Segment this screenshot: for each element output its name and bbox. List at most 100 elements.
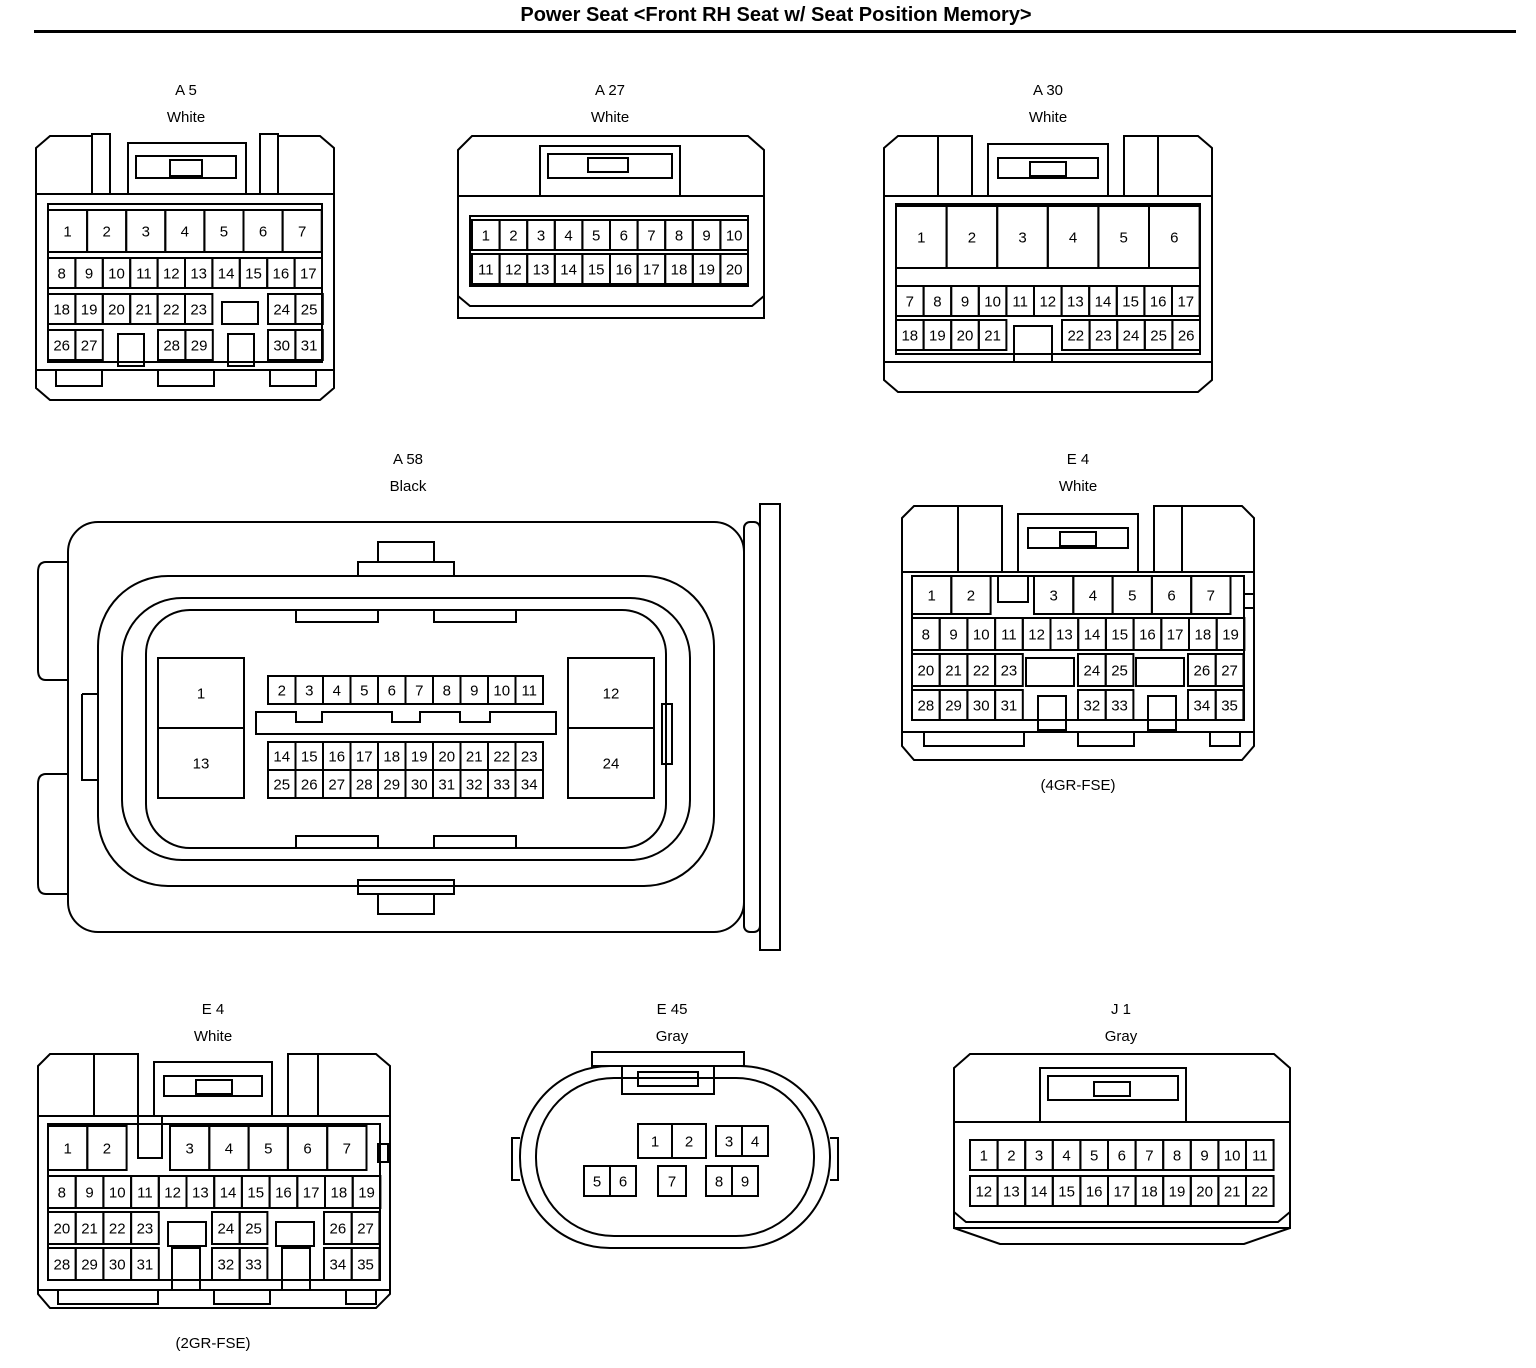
a58-pin-label: 20 bbox=[438, 749, 455, 766]
e4b-pin-19 bbox=[351, 1175, 382, 1209]
a5-pin-label: 5 bbox=[220, 224, 228, 241]
a30-pin-label: 13 bbox=[1067, 294, 1084, 311]
e4b-pin-label: 28 bbox=[54, 1257, 71, 1274]
j1-pin-22 bbox=[1245, 1175, 1275, 1207]
a27-pin-20 bbox=[719, 253, 750, 285]
a58-pin-label: 34 bbox=[521, 777, 538, 794]
a27-pin-label: 18 bbox=[671, 262, 688, 279]
a30-pin-label: 24 bbox=[1123, 328, 1140, 345]
j1-pin-label: 12 bbox=[975, 1184, 992, 1201]
a30-pin-label: 8 bbox=[933, 294, 941, 311]
e4a-pin-label: 16 bbox=[1139, 627, 1156, 644]
e45-pin-9 bbox=[731, 1165, 759, 1197]
connector-a5-color: White bbox=[166, 109, 206, 126]
e4a-pin-label: 3 bbox=[1049, 588, 1057, 605]
e4a-pin-label: 7 bbox=[1207, 588, 1215, 605]
a27-pin-label: 14 bbox=[560, 262, 577, 279]
a5-pin-label: 9 bbox=[85, 266, 93, 283]
e4b-pin-label: 9 bbox=[85, 1185, 93, 1202]
e4a-pin-label: 21 bbox=[945, 663, 962, 680]
a58-pin-label: 12 bbox=[603, 686, 620, 703]
e4a-pin-label: 6 bbox=[1167, 588, 1175, 605]
a30-pin-label: 18 bbox=[901, 328, 918, 345]
a27-pin-label: 19 bbox=[698, 262, 715, 279]
a27-pin-label: 13 bbox=[533, 262, 550, 279]
e4a-lock-window bbox=[1135, 657, 1185, 687]
e4b-pin-label: 5 bbox=[264, 1141, 272, 1158]
a5-pin-label: 10 bbox=[108, 266, 125, 283]
a30-pin-label: 21 bbox=[984, 328, 1001, 345]
a58-pin-label: 4 bbox=[333, 683, 341, 700]
a30-pin-21 bbox=[977, 319, 1008, 351]
a27-pin-label: 5 bbox=[592, 228, 600, 245]
a58-pin-label: 28 bbox=[356, 777, 373, 794]
j1-pin-label: 14 bbox=[1031, 1184, 1048, 1201]
a30-pin-label: 23 bbox=[1095, 328, 1112, 345]
a30-pin-label: 22 bbox=[1067, 328, 1084, 345]
a58-pin-label: 15 bbox=[301, 749, 318, 766]
e4b-pin-label: 18 bbox=[331, 1185, 348, 1202]
title-rule bbox=[34, 30, 1516, 33]
a58-pin-label: 23 bbox=[521, 749, 538, 766]
e4b-pin-7 bbox=[326, 1125, 368, 1171]
e4a-pin-label: 18 bbox=[1195, 627, 1212, 644]
e45-pin-2 bbox=[671, 1123, 707, 1159]
connector-j1-color: Gray bbox=[1104, 1028, 1138, 1045]
a27-pin-label: 2 bbox=[509, 228, 517, 245]
e4b-pin-25 bbox=[238, 1211, 269, 1245]
e4a-pin-27 bbox=[1214, 653, 1245, 687]
e4a-pin-label: 35 bbox=[1221, 698, 1238, 715]
e4b-key-slot bbox=[171, 1247, 201, 1291]
a58-pin-label: 8 bbox=[443, 683, 451, 700]
j1-pin-label: 21 bbox=[1224, 1184, 1241, 1201]
e4a-pin-label: 30 bbox=[973, 698, 990, 715]
e4b-pin-label: 33 bbox=[245, 1257, 262, 1274]
a30-pin-label: 5 bbox=[1120, 230, 1128, 247]
e45-pin-label: 7 bbox=[668, 1174, 676, 1191]
e4b-pin-label: 1 bbox=[63, 1141, 71, 1158]
e4a-pin-label: 4 bbox=[1089, 588, 1097, 605]
a30-pin-label: 12 bbox=[1039, 294, 1056, 311]
j1-pin-label: 18 bbox=[1141, 1184, 1158, 1201]
a5-pin-label: 11 bbox=[136, 266, 152, 283]
a30-pin-label: 2 bbox=[968, 230, 976, 247]
e4b-pin-label: 24 bbox=[218, 1221, 235, 1238]
connector-j1-housing bbox=[953, 1053, 1291, 1245]
e4a-pin-19 bbox=[1215, 617, 1246, 651]
e4a-pin-label: 19 bbox=[1222, 627, 1239, 644]
a5-pin-label: 24 bbox=[273, 302, 290, 319]
a5-pin-label: 4 bbox=[181, 224, 189, 241]
e45-pin-label: 6 bbox=[619, 1174, 627, 1191]
e4b-pin-33 bbox=[238, 1247, 269, 1281]
a30-pin-17 bbox=[1171, 285, 1201, 317]
e4a-pin-2 bbox=[950, 575, 992, 615]
e4b-pin-label: 16 bbox=[275, 1185, 292, 1202]
e4a-pin-label: 24 bbox=[1084, 663, 1101, 680]
j1-pin-label: 6 bbox=[1118, 1148, 1126, 1165]
a58-pin-label: 1 bbox=[197, 686, 205, 703]
a30-pin-label: 11 bbox=[1012, 294, 1028, 311]
j1-pin-label: 19 bbox=[1169, 1184, 1186, 1201]
e4a-pin-label: 14 bbox=[1084, 627, 1101, 644]
a5-pin-label: 19 bbox=[81, 302, 98, 319]
connector-a27-housing bbox=[457, 135, 765, 319]
a58-pin-24 bbox=[567, 727, 655, 799]
j1-pin-label: 3 bbox=[1035, 1148, 1043, 1165]
a58-pin-label: 27 bbox=[328, 777, 345, 794]
e4a-pin-label: 10 bbox=[973, 627, 990, 644]
a5-pin-label: 1 bbox=[63, 224, 71, 241]
e4a-pin-label: 1 bbox=[927, 588, 935, 605]
e45-pin-4 bbox=[741, 1125, 769, 1157]
e4b-pin-label: 12 bbox=[164, 1185, 181, 1202]
e4b-pin-27 bbox=[350, 1211, 381, 1245]
a5-pin-label: 2 bbox=[102, 224, 110, 241]
a30-pin-label: 19 bbox=[929, 328, 946, 345]
a58-pin-label: 14 bbox=[273, 749, 290, 766]
e45-pin-label: 8 bbox=[715, 1174, 723, 1191]
a30-pin-label: 6 bbox=[1170, 230, 1178, 247]
e4b-pin-23 bbox=[130, 1211, 160, 1245]
e4b-pin-label: 22 bbox=[109, 1221, 126, 1238]
e4a-pin-label: 13 bbox=[1056, 627, 1073, 644]
j1-pin-label: 22 bbox=[1251, 1184, 1268, 1201]
a58-pin-label: 7 bbox=[415, 683, 423, 700]
